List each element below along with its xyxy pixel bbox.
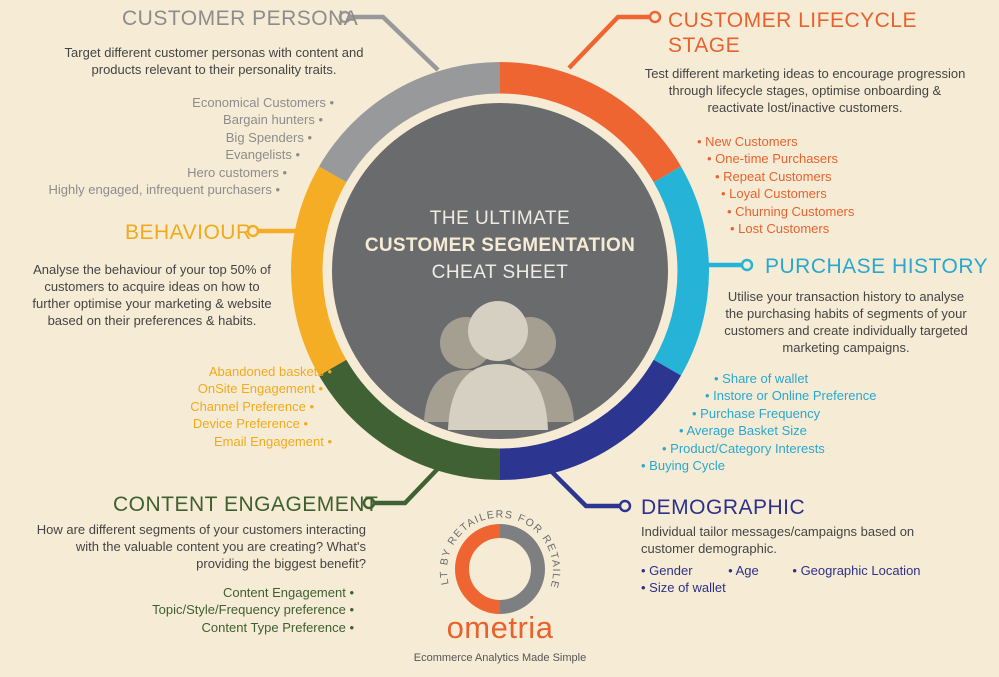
persona-connector <box>345 14 440 72</box>
list-item: Content Engagement • <box>222 585 354 600</box>
list-item: • Repeat Customers <box>715 168 832 184</box>
center-title-line3: CHEAT SHEET <box>432 262 569 283</box>
list-item: Device Preference • <box>192 416 308 432</box>
person-icon <box>448 301 548 430</box>
center-disc <box>332 103 668 439</box>
content-description: How are different segments of your custo… <box>36 522 366 571</box>
ring-segment-persona <box>319 62 500 183</box>
list-row: • Gender • Age • Geographic Location <box>641 562 921 579</box>
list-item: • New Customers <box>697 134 798 149</box>
list-item: Abandoned baskets • <box>208 364 332 379</box>
lifecycle-connector <box>567 14 654 70</box>
lifecycle-description: Test different marketing ideas to encour… <box>644 66 966 115</box>
list-item: • Gender <box>641 563 693 578</box>
persona-description: Target different customer personas with … <box>64 45 364 77</box>
list-item: • Loyal Customers <box>721 186 827 202</box>
ring-segment-demographic <box>500 359 681 480</box>
demographic-title: DEMOGRAPHIC <box>641 496 806 519</box>
demographic-list: • Gender • Age • Geographic Location • S… <box>641 562 921 597</box>
list-item: • Instore or Online Preference <box>705 388 877 404</box>
list-item: Highly engaged, infrequent purchasers • <box>48 182 280 198</box>
list-item: • Size of wallet <box>641 580 726 596</box>
demographic-connector <box>547 467 624 509</box>
list-item: Topic/Style/Frequency preference • <box>152 602 354 618</box>
ring-segment-lifecycle <box>500 62 681 183</box>
persona-node <box>338 10 352 24</box>
brand-tagline: Ecommerce Analytics Made Simple <box>413 652 587 664</box>
list-item: • Purchase Frequency <box>692 405 821 421</box>
list-item: • Churning Customers <box>727 203 855 219</box>
purchase-title: PURCHASE HISTORY <box>765 255 989 278</box>
logo-gray-arc <box>499 524 545 614</box>
logo-orange-arc <box>455 524 501 614</box>
behaviour-title: BEHAVIOUR <box>125 221 252 244</box>
behaviour-node <box>246 224 260 238</box>
purchase-description: Utilise your transaction history to anal… <box>724 289 968 355</box>
list-item: Hero customers • <box>187 164 287 180</box>
content-title: CONTENT ENGAGEMENT <box>113 493 379 516</box>
brand-name: ometria <box>446 610 554 645</box>
list-item: • Age <box>728 563 759 578</box>
persona-title: CUSTOMER PERSONA <box>122 7 359 30</box>
list-item: Evangelists • <box>225 147 300 163</box>
list-item: Channel Preference • <box>190 398 314 414</box>
lifecycle-title-line1: CUSTOMER LIFECYCLE <box>668 9 917 32</box>
list-item: • Product/Category Interests <box>662 440 825 456</box>
center-title-line1: THE ULTIMATE <box>430 208 570 229</box>
lifecycle-node <box>648 10 662 24</box>
ring-segment-content <box>319 359 500 480</box>
list-item: • Geographic Location <box>792 563 921 578</box>
list-item: Big Spenders • <box>225 129 312 145</box>
purchase-node <box>740 258 754 272</box>
list-item: Bargain hunters • <box>223 112 323 128</box>
lifecycle-list: • New Customers • One-time Purchasers • … <box>697 133 854 237</box>
list-item: OnSite Engagement • <box>197 381 323 397</box>
lifecycle-title: CUSTOMER LIFECYCLE STAGE <box>668 8 917 58</box>
persona-list: Economical Customers • Bargain hunters •… <box>49 94 334 198</box>
list-item: Email Engagement • <box>213 433 332 449</box>
ring-segment-behaviour <box>290 166 347 376</box>
content-connector <box>369 454 452 506</box>
list-item: • One-time Purchasers <box>707 151 838 167</box>
list-item: • Share of wallet <box>714 371 809 386</box>
content-list: Content Engagement • Topic/Style/Frequen… <box>152 584 354 636</box>
list-item: Content Type Preference • <box>201 619 354 635</box>
list-item: Economical Customers • <box>192 95 334 110</box>
center-title-line2: CUSTOMER SEGMENTATION <box>365 235 635 256</box>
content-node <box>362 496 376 510</box>
list-item: • Buying Cycle <box>641 458 726 474</box>
purchase-list: • Share of wallet • Instore or Online Pr… <box>641 370 876 474</box>
lifecycle-title-line2: STAGE <box>668 34 741 57</box>
ring-segment-purchase <box>653 166 710 376</box>
behaviour-list: Abandoned baskets • OnSite Engagement • … <box>190 363 332 450</box>
demographic-node <box>618 499 632 513</box>
list-item: • Lost Customers <box>730 221 830 237</box>
behaviour-description: Analyse the behaviour of your top 50% of… <box>32 262 272 328</box>
demographic-description: Individual tailor messages/campaigns bas… <box>641 524 915 556</box>
list-item: • Average Basket Size <box>679 423 807 439</box>
